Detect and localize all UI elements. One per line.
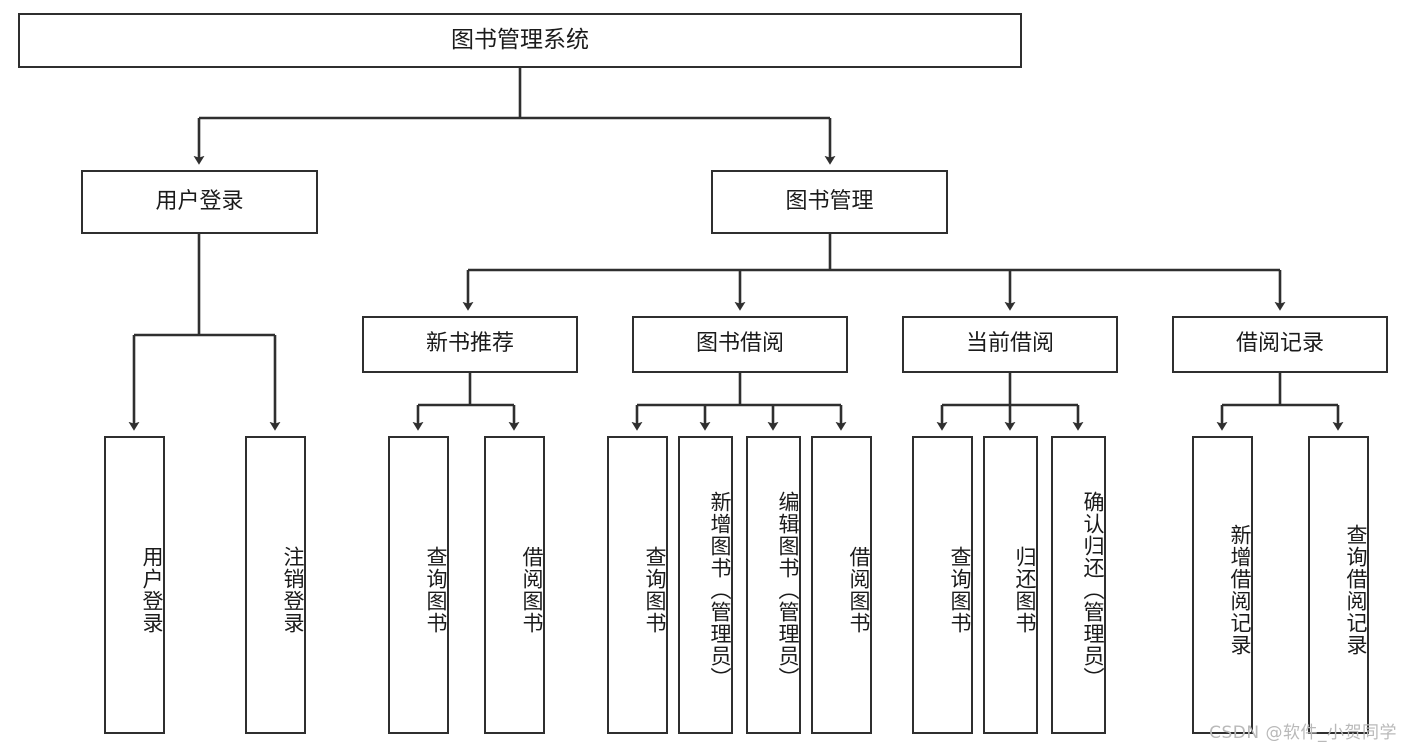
node-label: 查询借阅记录 [1344, 524, 1368, 656]
node-root[interactable]: 图书管理系统 [18, 13, 1022, 68]
leaf-borrow-book-recommend[interactable]: 借阅图书 [484, 436, 545, 734]
node-root-label: 图书管理系统 [451, 26, 589, 53]
node-label: 归还图书 [1013, 546, 1037, 634]
leaf-borrow-book[interactable]: 借阅图书 [811, 436, 872, 734]
leaf-query-borrow-record[interactable]: 查询借阅记录 [1308, 436, 1369, 734]
node-label: 注销登录 [281, 546, 305, 634]
node-label: 编辑图书（管理员） [776, 491, 800, 689]
node-label: 查询图书 [643, 546, 667, 634]
leaf-query-book-recommend[interactable]: 查询图书 [388, 436, 449, 734]
node-label: 图书借阅 [695, 331, 784, 357]
node-label: 用户登录 [155, 188, 244, 214]
leaf-edit-book-admin[interactable]: 编辑图书（管理员） [746, 436, 801, 734]
leaf-add-book-admin[interactable]: 新增图书（管理员） [678, 436, 733, 734]
leaf-user-logout[interactable]: 注销登录 [245, 436, 306, 734]
leaf-user-login[interactable]: 用户登录 [104, 436, 165, 734]
leaf-query-book-borrow[interactable]: 查询图书 [607, 436, 668, 734]
node-book-borrow[interactable]: 图书借阅 [632, 316, 848, 373]
leaf-query-book-current[interactable]: 查询图书 [912, 436, 973, 734]
node-label: 查询图书 [948, 546, 972, 634]
leaf-return-book[interactable]: 归还图书 [983, 436, 1038, 734]
node-borrow-records[interactable]: 借阅记录 [1172, 316, 1388, 373]
node-label: 用户登录 [140, 546, 164, 634]
csdn-watermark: CSDN @软件_小贺同学 [1209, 723, 1397, 743]
node-label: 借阅记录 [1235, 331, 1324, 357]
node-label: 当前借阅 [965, 331, 1054, 357]
leaf-add-borrow-record[interactable]: 新增借阅记录 [1192, 436, 1253, 734]
node-new-book-recommend[interactable]: 新书推荐 [362, 316, 578, 373]
node-label: 新增借阅记录 [1228, 524, 1252, 656]
node-current-borrow[interactable]: 当前借阅 [902, 316, 1118, 373]
leaf-confirm-return-admin[interactable]: 确认归还（管理员） [1051, 436, 1106, 734]
node-user-login-group[interactable]: 用户登录 [81, 170, 318, 234]
node-book-management-group[interactable]: 图书管理 [711, 170, 948, 234]
node-label: 新增图书（管理员） [708, 491, 732, 689]
node-label: 确认归还（管理员） [1081, 491, 1105, 689]
node-label: 新书推荐 [425, 331, 514, 357]
node-label: 查询图书 [424, 546, 448, 634]
node-label: 图书管理 [785, 188, 874, 214]
node-label: 借阅图书 [520, 546, 544, 634]
node-label: 借阅图书 [847, 546, 871, 634]
